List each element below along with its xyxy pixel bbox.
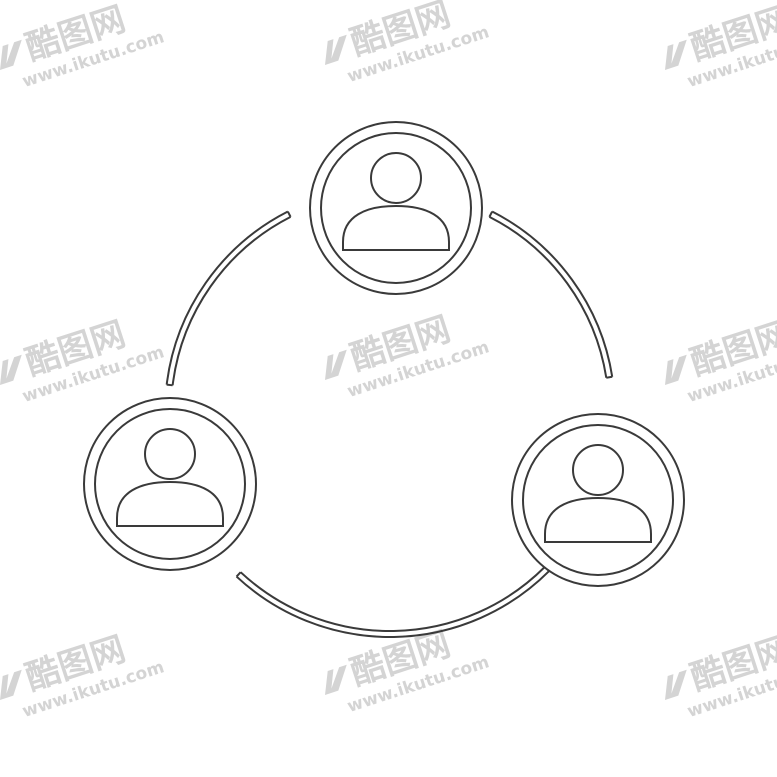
user-node-right [511,413,685,587]
user-icon [342,152,450,251]
node-inner-ring [94,408,246,560]
connection-arc [235,566,550,638]
node-outer-ring [309,121,483,295]
connection-arc [488,210,614,379]
watermark-logo-icon [0,39,22,70]
watermark-logo-icon [665,669,687,700]
node-outer-ring [511,413,685,587]
watermark-logo-icon [325,349,347,380]
watermark-logo-icon [665,39,687,70]
user-icon [544,444,652,543]
watermark-logo-icon [325,664,347,695]
node-inner-ring [320,132,472,284]
watermark-logo-icon [0,669,22,700]
user-node-left [83,397,257,571]
connection-ring [165,210,614,638]
node-outer-ring [83,397,257,571]
connection-arc [165,210,292,387]
watermark-logo-icon [0,354,22,385]
watermark-logo-icon [665,354,687,385]
user-nodes [83,121,685,587]
user-icon [116,428,224,527]
user-node-top [309,121,483,295]
node-inner-ring [522,424,674,576]
watermark-logo-icon [325,34,347,65]
